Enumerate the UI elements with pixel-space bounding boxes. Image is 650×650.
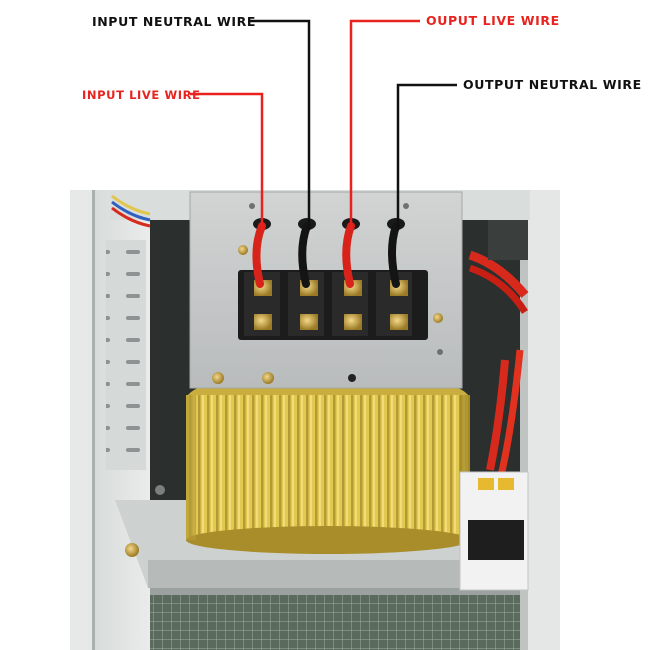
leader-lines	[190, 19, 457, 230]
label-input-live-wire: INPUT LIVE WIRE	[82, 88, 201, 102]
label-output-live-wire: OUPUT LIVE WIRE	[426, 13, 560, 28]
label-output-neutral-wire: OUTPUT NEUTRAL WIRE	[463, 77, 642, 92]
label-input-neutral-wire: INPUT NEUTRAL WIRE	[92, 14, 256, 29]
